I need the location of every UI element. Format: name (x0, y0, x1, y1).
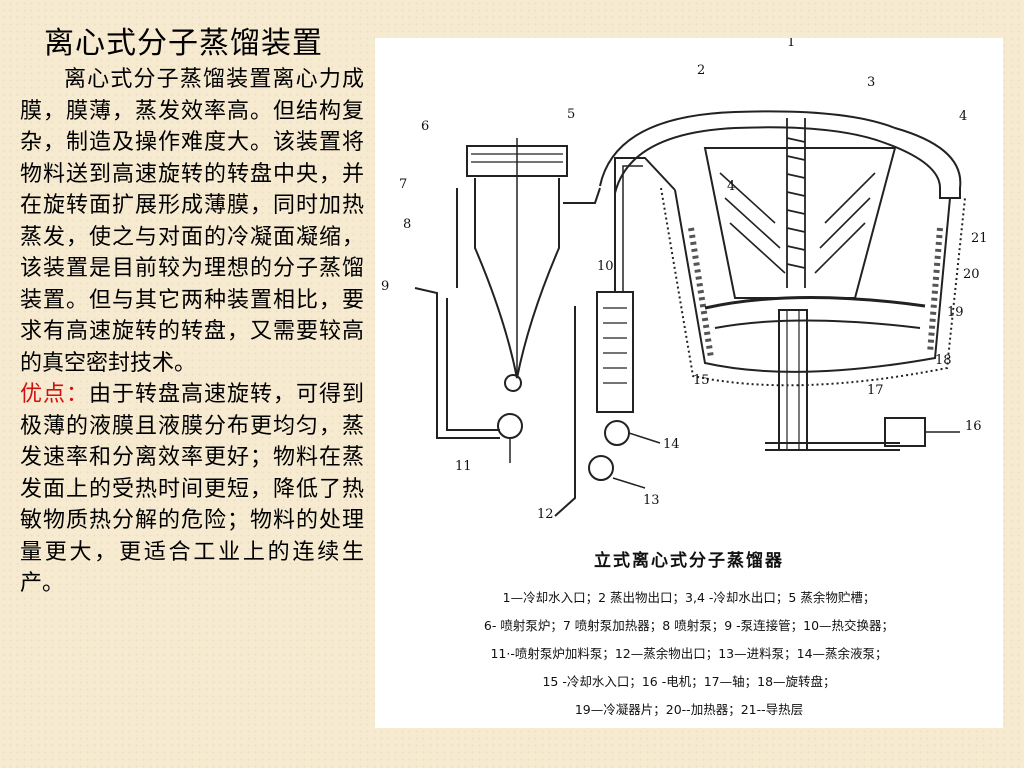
body-text: 离心式分子蒸馏装置离心力成膜，膜薄，蒸发效率高。但结构复杂，制造及操作难度大。该… (20, 64, 364, 600)
residue-pump (604, 420, 630, 446)
svg-text:10: 10 (597, 259, 614, 274)
dome-lid (599, 110, 962, 199)
svg-text:6: 6 (421, 119, 429, 134)
svg-text:17: 17 (867, 383, 884, 398)
svg-text:2: 2 (697, 63, 705, 78)
svg-text:19: 19 (947, 305, 964, 320)
legend-line: 15 -冷却水入口；16 -电机；17—轴；18—旋转盘； (542, 674, 836, 689)
distillation-diagram-figure: 1 2 3 4 4 5 6 7 8 9 10 11 12 13 14 15 16… (375, 38, 1003, 728)
advantages-paragraph: 优点：由于转盘高速旋转，可得到极薄的液膜且液膜分布更均匀，蒸发速率和分离效率更好… (20, 379, 364, 600)
svg-text:11: 11 (455, 459, 472, 474)
svg-text:12: 12 (537, 507, 554, 522)
ejector-feed-pump (497, 413, 523, 439)
svg-text:1: 1 (787, 38, 795, 50)
vessel-wall (674, 189, 951, 373)
drive-belt (765, 442, 900, 451)
shaft (778, 309, 808, 451)
page-title: 离心式分子蒸馏装置 (44, 26, 323, 61)
svg-text:18: 18 (935, 353, 952, 368)
feed-pump (588, 455, 614, 481)
legend-line: 6- 喷射泵炉；7 喷射泵加热器；8 喷射泵；9 -泵连接管；10—热交换器； (483, 618, 895, 633)
rotating-disk (704, 295, 926, 310)
description-text: 离心式分子蒸馏装置离心力成膜，膜薄，蒸发效率高。但结构复杂，制造及操作难度大。该… (20, 67, 364, 376)
figure-legend: 1—冷却水入口；2 蒸出物出口；3,4 -冷却水出口；5 蒸余物贮槽； 6- 喷… (381, 584, 997, 724)
center-coil (786, 118, 806, 288)
svg-text:16: 16 (965, 419, 982, 434)
distillation-diagram: 1 2 3 4 4 5 6 7 8 9 10 11 12 13 14 15 16… (381, 38, 988, 522)
figure-caption-title: 立式离心式分子蒸馏器 (594, 551, 784, 571)
svg-text:7: 7 (399, 177, 407, 192)
heat-exchanger (596, 291, 634, 413)
motor (884, 417, 926, 447)
rotating-disk-lower (714, 319, 921, 329)
svg-text:3: 3 (867, 75, 875, 90)
svg-text:20: 20 (963, 267, 980, 282)
svg-text:8: 8 (403, 217, 411, 232)
condenser-coils (719, 172, 876, 274)
svg-text:13: 13 (643, 493, 660, 508)
advantage-text: 由于转盘高速旋转，可得到极薄的液膜且液膜分布更均匀，蒸发速率和分离效率更好；物料… (20, 382, 364, 596)
svg-text:4: 4 (727, 179, 735, 194)
advantage-label: 优点： (20, 382, 89, 407)
svg-text:5: 5 (567, 107, 575, 122)
pump-connection-pipe (414, 287, 500, 439)
svg-text:15: 15 (693, 373, 710, 388)
legend-line: 1—冷却水入口；2 蒸出物出口；3,4 -冷却水出口；5 蒸余物贮槽； (502, 590, 876, 605)
rotor-cone (703, 147, 897, 299)
vessel-outer-wall (660, 187, 966, 387)
legend-line: 11·-喷射泵炉加料泵；12—蒸余物出口；13—进料泵；14—蒸余液泵； (490, 646, 888, 661)
transfer-pipe (614, 157, 676, 292)
svg-text:14: 14 (663, 437, 680, 452)
legend-line: 19—冷凝器片；20--加热器；21--导热层 (574, 702, 804, 717)
dome-lid-inner (614, 126, 941, 194)
heater-layer (688, 227, 943, 359)
description-paragraph: 离心式分子蒸馏装置离心力成膜，膜薄，蒸发效率高。但结构复杂，制造及操作难度大。该… (20, 64, 364, 379)
svg-text:4: 4 (959, 109, 967, 124)
svg-text:9: 9 (381, 279, 389, 294)
svg-text:21: 21 (971, 231, 988, 246)
